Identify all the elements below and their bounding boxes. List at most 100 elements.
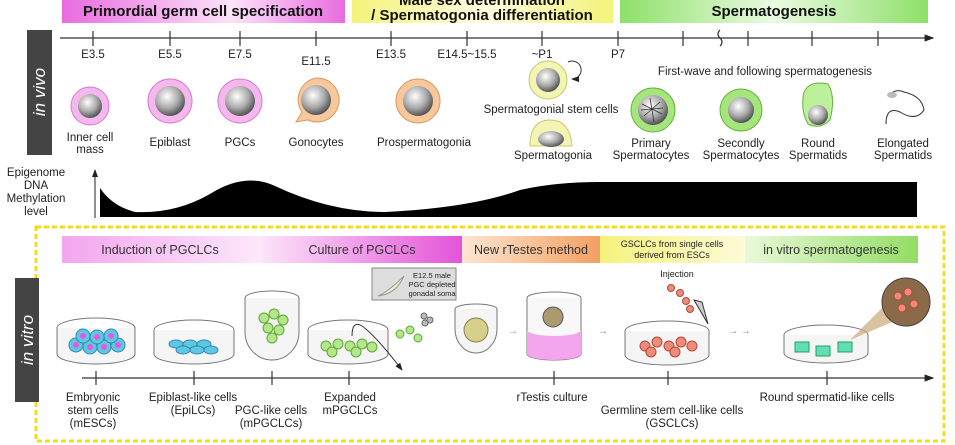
dish-epilcs xyxy=(153,319,235,365)
methylation-axis-label: Epigenome DNA Methylation level xyxy=(7,167,66,218)
timepoint-label: E3.5 xyxy=(81,49,105,61)
step-label-mpgclcs: PGC-like cells (mPGCLCs) xyxy=(235,405,307,430)
step-label-round-spermatid-like: Round spermatid-like cells xyxy=(760,392,895,404)
svg-text:derived from ESCs: derived from ESCs xyxy=(634,250,710,260)
dish-expanded-mpgclcs xyxy=(307,319,403,371)
cell-pgcs: PGCs xyxy=(217,78,263,149)
svg-text:mPGCLCs: mPGCLCs xyxy=(323,405,378,417)
svg-text:Inner cell: Inner cell xyxy=(67,132,114,144)
band-induction-of-pgclcs: Induction of PGCLCs xyxy=(62,236,262,263)
cell-gonocytes: Gonocytes xyxy=(289,77,344,149)
svg-text:rTestis culture: rTestis culture xyxy=(517,392,588,404)
magnified-tissue xyxy=(881,277,931,327)
svg-text:Round: Round xyxy=(801,138,835,150)
svg-text:Epiblast: Epiblast xyxy=(150,137,192,149)
band-in-vitro-spermatogenesis: in vitro spermatogenesis xyxy=(745,236,918,263)
cell-inner-cell-mass: Inner cell mass xyxy=(67,86,114,156)
timepoint-label: E7.5 xyxy=(228,49,252,61)
in-vitro-side-label: in vitro xyxy=(15,278,39,402)
svg-text:(mESCs): (mESCs) xyxy=(70,418,117,430)
svg-text:Methylation: Methylation xyxy=(7,193,66,205)
svg-text:/ Spermatogonia differentiatio: / Spermatogonia differentiation xyxy=(371,7,593,24)
tube-aggregate xyxy=(454,303,498,354)
band-new-rtestes-method: New rTestes method xyxy=(462,236,600,263)
stage-header-male-sex-determination: Male sex determination / Spermatogonia d… xyxy=(352,0,613,24)
timepoint-label: ~P1 xyxy=(532,49,553,61)
timepoint-label: E5.5 xyxy=(158,49,182,61)
methylation-level-curve xyxy=(100,180,917,217)
svg-text:New rTestes method: New rTestes method xyxy=(474,243,588,257)
first-wave-label: First-wave and following spermatogenesis xyxy=(658,66,872,78)
svg-text:Expanded: Expanded xyxy=(324,392,376,404)
svg-text:Germline stem cell-like cells: Germline stem cell-like cells xyxy=(601,405,744,417)
svg-text:Primordial germ cell specifica: Primordial germ cell specification xyxy=(83,3,323,20)
step-label-expanded-mpgclcs: Expanded mPGCLCs xyxy=(323,392,378,417)
svg-text:Male sex determination: Male sex determination xyxy=(399,0,565,9)
stage-header-spermatogenesis: Spermatogenesis xyxy=(620,0,928,23)
cell-primary-spermatocytes: Primary Spermatocytes xyxy=(613,87,690,162)
svg-text:GSCLCs from single cells: GSCLCs from single cells xyxy=(621,239,724,249)
svg-text:Gonocytes: Gonocytes xyxy=(289,137,344,149)
step-label-rtestis-culture: rTestis culture xyxy=(517,392,588,404)
flow-arrow-icon: → → xyxy=(728,326,751,337)
flow-arrow-icon: → xyxy=(598,326,608,337)
band-culture-of-pgclcs: Culture of PGCLCs xyxy=(262,236,462,263)
timepoint-label: E14.5~15.5 xyxy=(437,49,496,61)
svg-text:(GSCLCs): (GSCLCs) xyxy=(645,418,698,430)
svg-text:Spermatogenesis: Spermatogenesis xyxy=(711,3,836,20)
step-label-epilcs: Epiblast-like cells (EpiLCs) xyxy=(149,392,237,417)
flow-arrow-icon: → xyxy=(508,326,518,337)
svg-text:Spermatids: Spermatids xyxy=(789,150,847,162)
cell-epiblast: Epiblast xyxy=(147,78,193,149)
cell-elongated-spermatids: Elongated Spermatids xyxy=(874,90,932,162)
band-gsclcs-from-single-cells: GSCLCs from single cells derived from ES… xyxy=(600,236,745,263)
stage-header-pgc-specification: Primordial germ cell specification xyxy=(62,0,345,23)
svg-text:Spermatids: Spermatids xyxy=(874,150,932,162)
svg-text:Secondly: Secondly xyxy=(717,138,765,150)
cell-round-spermatids: Round Spermatids xyxy=(789,82,847,162)
svg-text:stem cells: stem cells xyxy=(67,405,118,417)
in-vitro-timeline xyxy=(82,371,935,385)
injection-needle-icon xyxy=(692,299,709,325)
in-vivo-timeline: E3.5 E5.5 E7.5 E11.5 E13.5 E14.5~15.5 ~P… xyxy=(60,29,935,68)
svg-text:mass: mass xyxy=(76,144,104,156)
injection-label: Injection xyxy=(660,269,694,279)
svg-text:Round spermatid-like cells: Round spermatid-like cells xyxy=(760,392,895,404)
timepoint-label: E13.5 xyxy=(376,49,406,61)
svg-text:Induction of PGCLCs: Induction of PGCLCs xyxy=(101,243,218,257)
svg-text:gonadal soma: gonadal soma xyxy=(408,289,456,298)
in-vivo-side-label: in vivo xyxy=(27,30,52,155)
timeline-break-icon xyxy=(717,29,723,47)
svg-text:in vitro: in vitro xyxy=(18,315,37,365)
cell-secondly-spermatocytes: Secondly Spermatocytes xyxy=(703,88,780,162)
cell-spermatogonia: Spermatogonia xyxy=(514,119,593,162)
svg-text:PGCs: PGCs xyxy=(225,137,256,149)
step-label-gsclcs: Germline stem cell-like cells (GSCLCs) xyxy=(601,405,744,430)
svg-text:DNA: DNA xyxy=(24,180,49,192)
timepoint-label: E11.5 xyxy=(301,56,330,68)
svg-text:level: level xyxy=(24,206,48,218)
svg-text:Prospermatogonia: Prospermatogonia xyxy=(377,137,472,149)
cell-prospermatogonia: Prospermatogonia xyxy=(377,78,472,149)
svg-text:PGC depleted: PGC depleted xyxy=(408,280,455,289)
svg-text:in vivo: in vivo xyxy=(30,68,49,116)
svg-text:Embryonic: Embryonic xyxy=(66,392,121,404)
svg-text:(mPGCLCs): (mPGCLCs) xyxy=(240,418,303,430)
svg-text:Primary: Primary xyxy=(631,138,671,150)
cell-spermatogonial-stem-cells: Spermatogonial stem cells xyxy=(484,60,619,116)
svg-text:Spermatogonia: Spermatogonia xyxy=(514,150,593,162)
timepoint-label: P7 xyxy=(611,49,625,61)
svg-text:Spermatogonial stem cells: Spermatogonial stem cells xyxy=(484,104,619,116)
dish-mescs xyxy=(56,317,136,365)
step-label-mescs: Embryonic stem cells (mESCs) xyxy=(66,392,121,430)
svg-text:Spermatocytes: Spermatocytes xyxy=(703,150,780,162)
svg-text:Epigenome: Epigenome xyxy=(7,167,65,179)
dish-gsclcs: Injection xyxy=(624,269,710,366)
rtestis-culture-well xyxy=(526,291,582,361)
svg-text:Elongated: Elongated xyxy=(877,138,929,150)
svg-text:in vitro spermatogenesis: in vitro spermatogenesis xyxy=(763,243,898,257)
svg-text:(EpiLCs): (EpiLCs) xyxy=(171,405,216,417)
dish-round-spermatid-like xyxy=(783,277,931,364)
tube-mpgclcs xyxy=(244,290,300,361)
inset-gonadal-soma: E12.5 male PGC depleted gonadal soma xyxy=(371,267,457,343)
